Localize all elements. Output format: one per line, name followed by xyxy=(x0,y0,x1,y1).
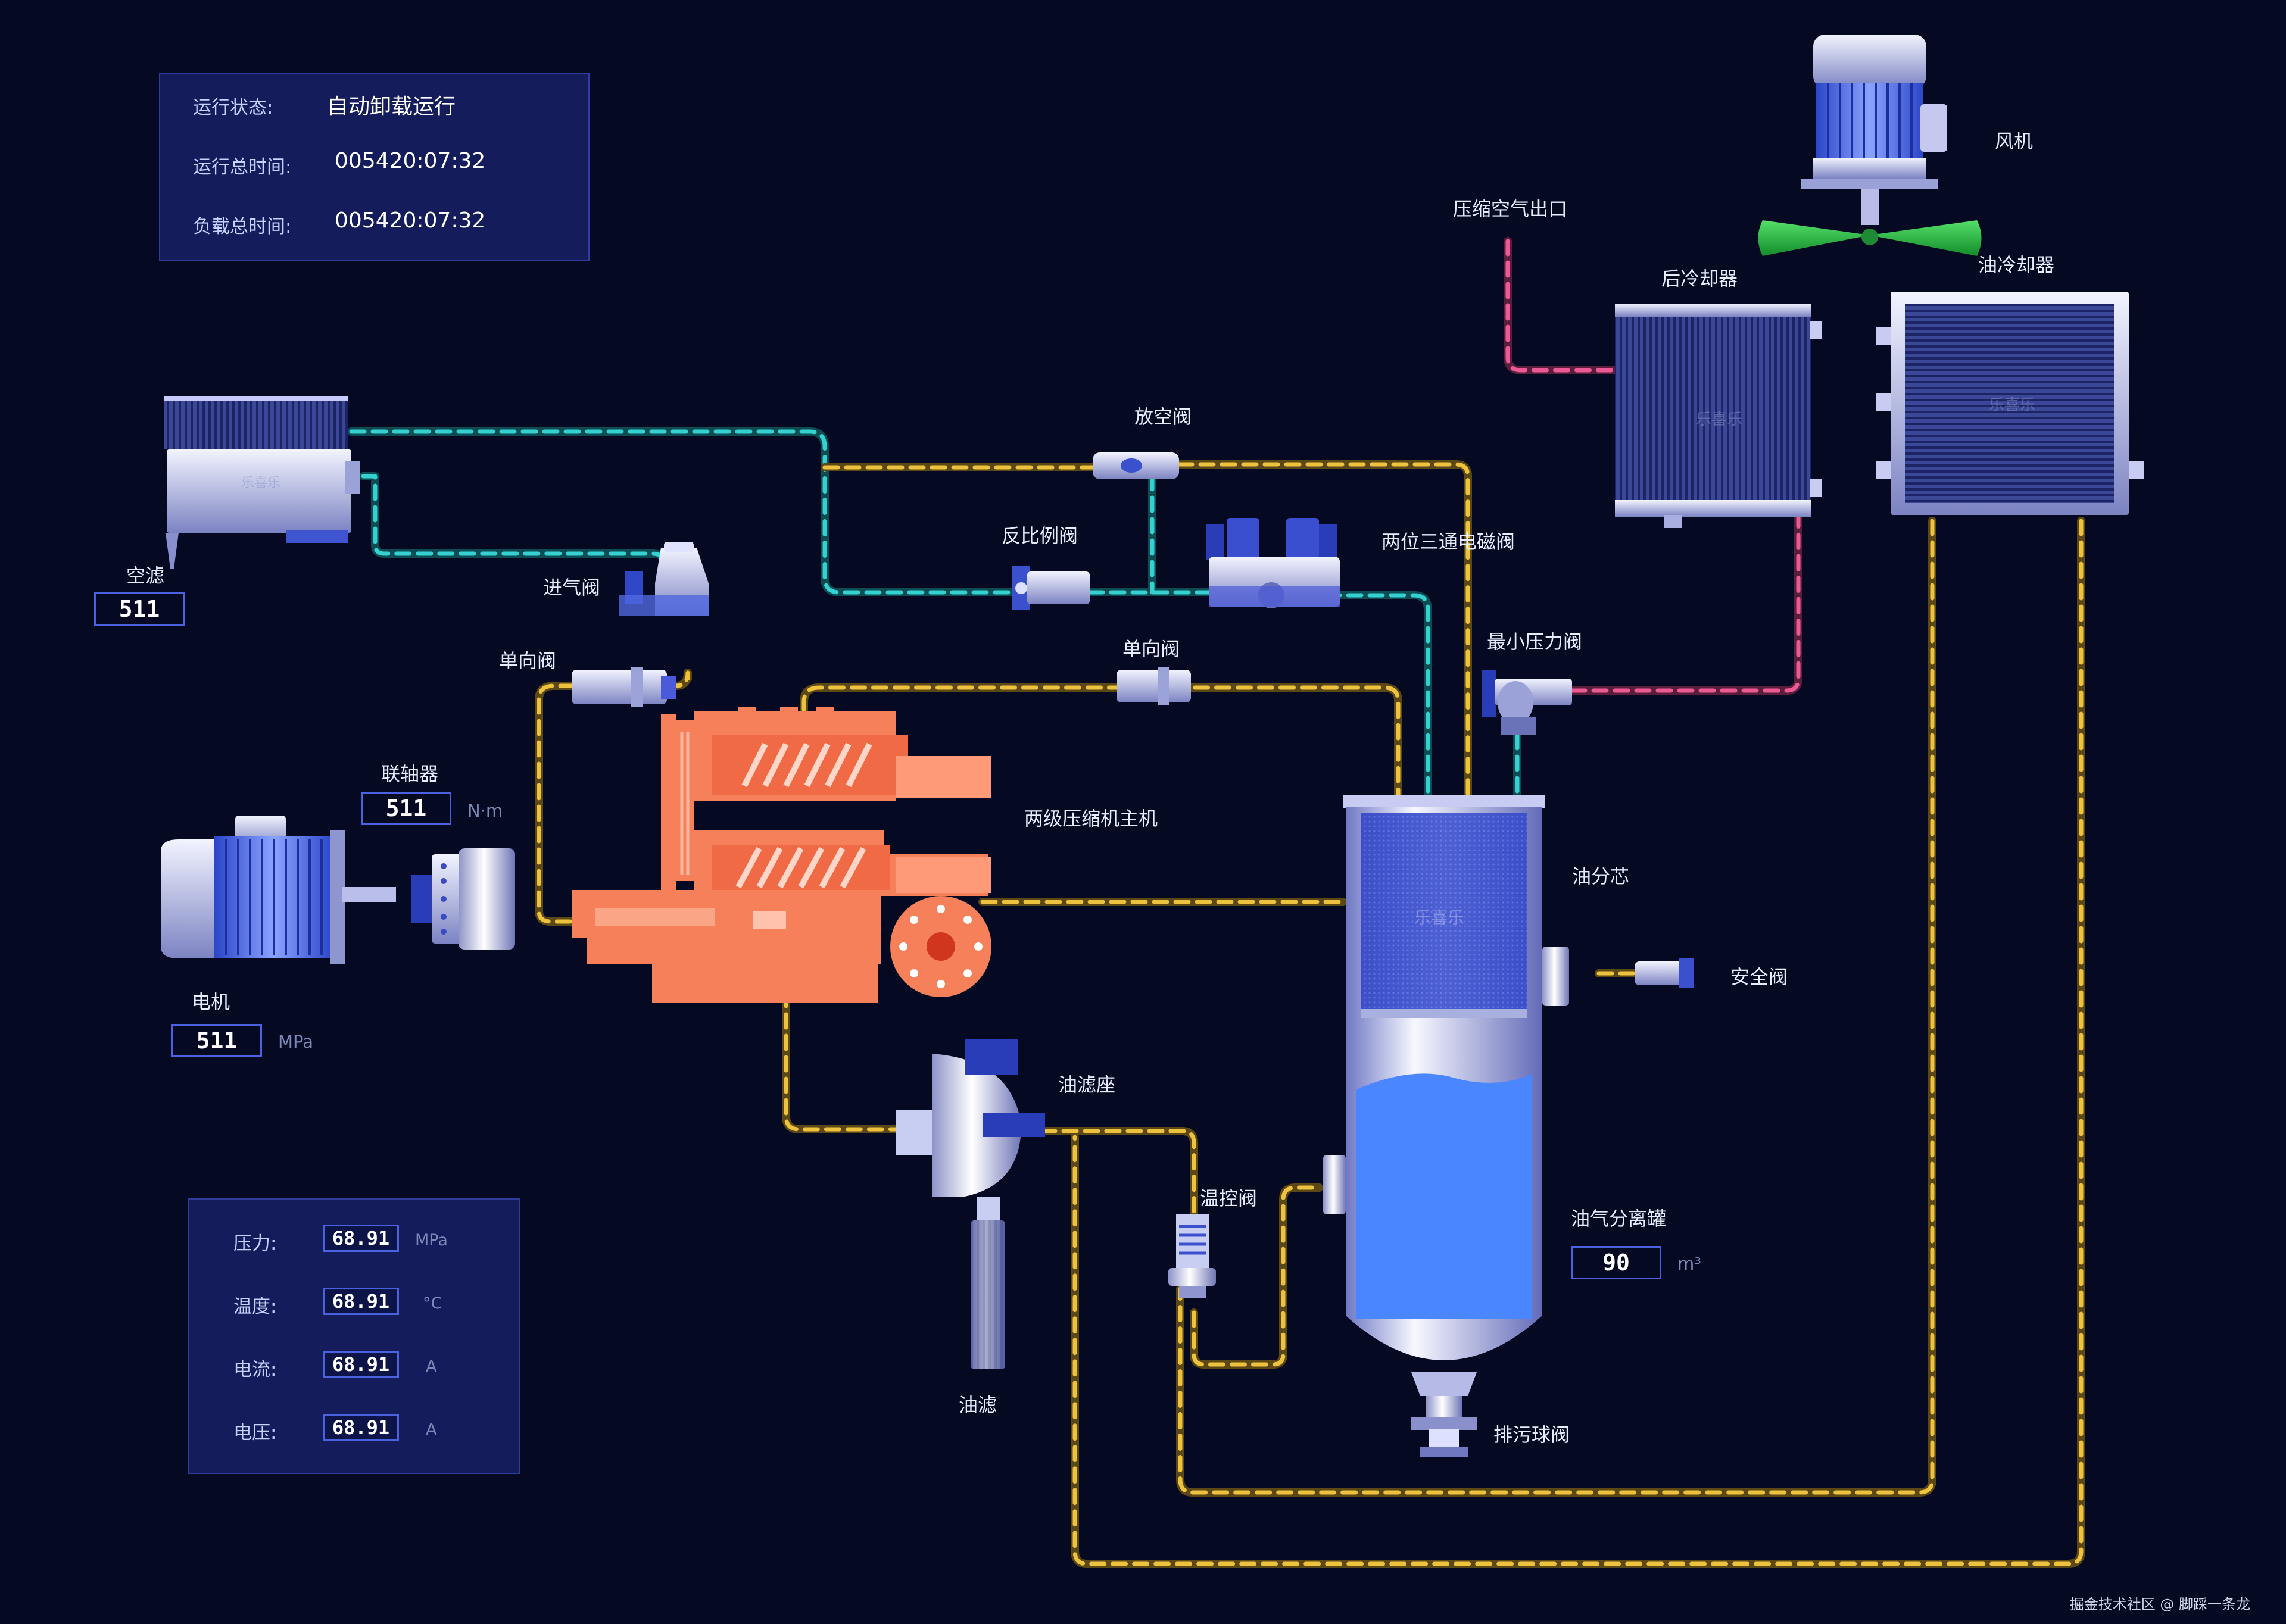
separator-tank-unit: m³ xyxy=(1677,1254,1701,1274)
coupling-symbol[interactable] xyxy=(411,848,515,950)
pressure-unit: MPa xyxy=(415,1231,448,1250)
oil-filter-seat-symbol[interactable] xyxy=(896,1039,1045,1220)
thermo-valve-label: 温控阀 xyxy=(1200,1187,1258,1210)
coupling-value: 511 xyxy=(361,792,451,825)
proportional-valve-symbol[interactable] xyxy=(1012,566,1090,610)
pressure-value: 68.91 xyxy=(323,1225,399,1252)
footer-credit: 掘金技术社区 @ 脚踩一条龙 xyxy=(2069,1596,2250,1613)
motor-label: 电机 xyxy=(192,991,230,1013)
oil-cooler-label: 油冷却器 xyxy=(1978,254,2055,276)
compressor-symbol[interactable] xyxy=(572,707,991,1003)
air-filter-value: 511 xyxy=(94,592,185,626)
thermo-valve-symbol[interactable] xyxy=(1168,1214,1216,1298)
air-filter-label: 空滤 xyxy=(126,564,165,587)
motor-unit: MPa xyxy=(278,1032,313,1052)
check-valve-left-symbol[interactable] xyxy=(572,667,676,707)
fan-motor xyxy=(1816,83,1923,161)
air-filter-unit[interactable] xyxy=(164,396,360,569)
compressed-air-outlet-label: 压缩空气出口 xyxy=(1453,198,1568,220)
main-compressor-label: 两级压缩机主机 xyxy=(1024,807,1158,830)
screw-rotor-bottom xyxy=(735,847,866,889)
vent-valve-symbol[interactable] xyxy=(1093,452,1179,479)
fan-blade-left xyxy=(1758,220,1870,256)
drain-valve-symbol[interactable] xyxy=(1411,1396,1477,1457)
readings-panel: 压力: 68.91 MPa 温度: 68.91 °C 电流: 68.91 A 电… xyxy=(188,1198,520,1474)
current-label: 电流: xyxy=(233,1359,277,1381)
watermark: 乐喜乐 xyxy=(241,476,281,491)
safety-valve-label: 安全阀 xyxy=(1730,966,1788,988)
fan-label: 风机 xyxy=(1995,130,2034,152)
total-load-time-label: 负载总时间: xyxy=(193,216,292,238)
air-pipes xyxy=(347,427,1521,802)
proportional-valve-label: 反比例阀 xyxy=(1002,524,1078,547)
coupling-label: 联轴器 xyxy=(381,763,439,785)
min-pressure-valve-label: 最小压力阀 xyxy=(1487,630,1583,653)
oil-level xyxy=(1356,1073,1532,1319)
separator-tank-symbol[interactable] xyxy=(1323,795,1569,1396)
voltage-unit: A xyxy=(426,1420,437,1439)
watermark: 乐喜乐 xyxy=(1696,411,1743,429)
voltage-label: 电压: xyxy=(233,1422,277,1444)
status-label: 运行状态: xyxy=(193,97,273,118)
check-valve-left-label: 单向阀 xyxy=(499,649,557,672)
total-load-time-value: 005420:07:32 xyxy=(335,208,486,233)
screw-rotor-top xyxy=(741,742,872,788)
separator-core-label: 油分芯 xyxy=(1572,865,1630,888)
oil-filter-symbol[interactable] xyxy=(971,1220,1005,1369)
temperature-value: 68.91 xyxy=(323,1288,399,1315)
watermark: 乐喜乐 xyxy=(1989,396,2036,414)
solenoid-valve-symbol[interactable] xyxy=(1206,518,1340,608)
pressure-label: 压力: xyxy=(233,1233,277,1254)
intake-valve-label: 进气阀 xyxy=(543,576,601,599)
air-filter-fins xyxy=(164,396,348,449)
coupling-unit: N·m xyxy=(467,801,503,821)
separator-tank-value: 90 xyxy=(1571,1246,1661,1279)
aftercooler-symbol[interactable] xyxy=(1615,304,1822,528)
hot-air-pipes xyxy=(1504,237,1802,695)
oil-filter-seat-label: 油滤座 xyxy=(1058,1073,1116,1096)
check-valve-mid-label: 单向阀 xyxy=(1122,638,1180,660)
motor-value: 511 xyxy=(171,1024,262,1057)
current-value: 68.91 xyxy=(323,1351,399,1378)
status-panel: 运行状态: 自动卸载运行 运行总时间: 005420:07:32 负载总时间: … xyxy=(159,73,590,261)
oil-cooler-symbol[interactable] xyxy=(1876,292,2144,515)
status-value: 自动卸载运行 xyxy=(327,95,456,119)
safety-valve-symbol[interactable] xyxy=(1635,958,1694,988)
fan-symbol[interactable] xyxy=(1758,35,1982,256)
watermark: 乐喜乐 xyxy=(1414,908,1465,927)
oil-pipes xyxy=(535,460,2085,1568)
aftercooler-label: 后冷却器 xyxy=(1661,267,1738,290)
total-run-time-value: 005420:07:32 xyxy=(335,149,486,173)
total-run-time-label: 运行总时间: xyxy=(193,157,292,178)
current-unit: A xyxy=(426,1357,437,1376)
temperature-unit: °C xyxy=(423,1294,442,1313)
separator-tank-label: 油气分离罐 xyxy=(1571,1207,1667,1230)
vent-valve-label: 放空阀 xyxy=(1134,405,1192,428)
check-valve-mid-symbol[interactable] xyxy=(1117,667,1191,705)
air-filter-housing xyxy=(167,449,351,533)
motor-symbol[interactable] xyxy=(161,816,396,964)
intake-valve-symbol[interactable] xyxy=(619,542,709,616)
drain-valve-label: 排污球阀 xyxy=(1493,1423,1570,1446)
solenoid-valve-label: 两位三通电磁阀 xyxy=(1381,530,1515,553)
voltage-value: 68.91 xyxy=(323,1414,399,1441)
min-pressure-valve-symbol[interactable] xyxy=(1482,670,1572,735)
temperature-label: 温度: xyxy=(233,1296,277,1317)
fan-blade-right xyxy=(1870,220,1982,256)
oil-filter-label: 油滤 xyxy=(959,1394,997,1416)
